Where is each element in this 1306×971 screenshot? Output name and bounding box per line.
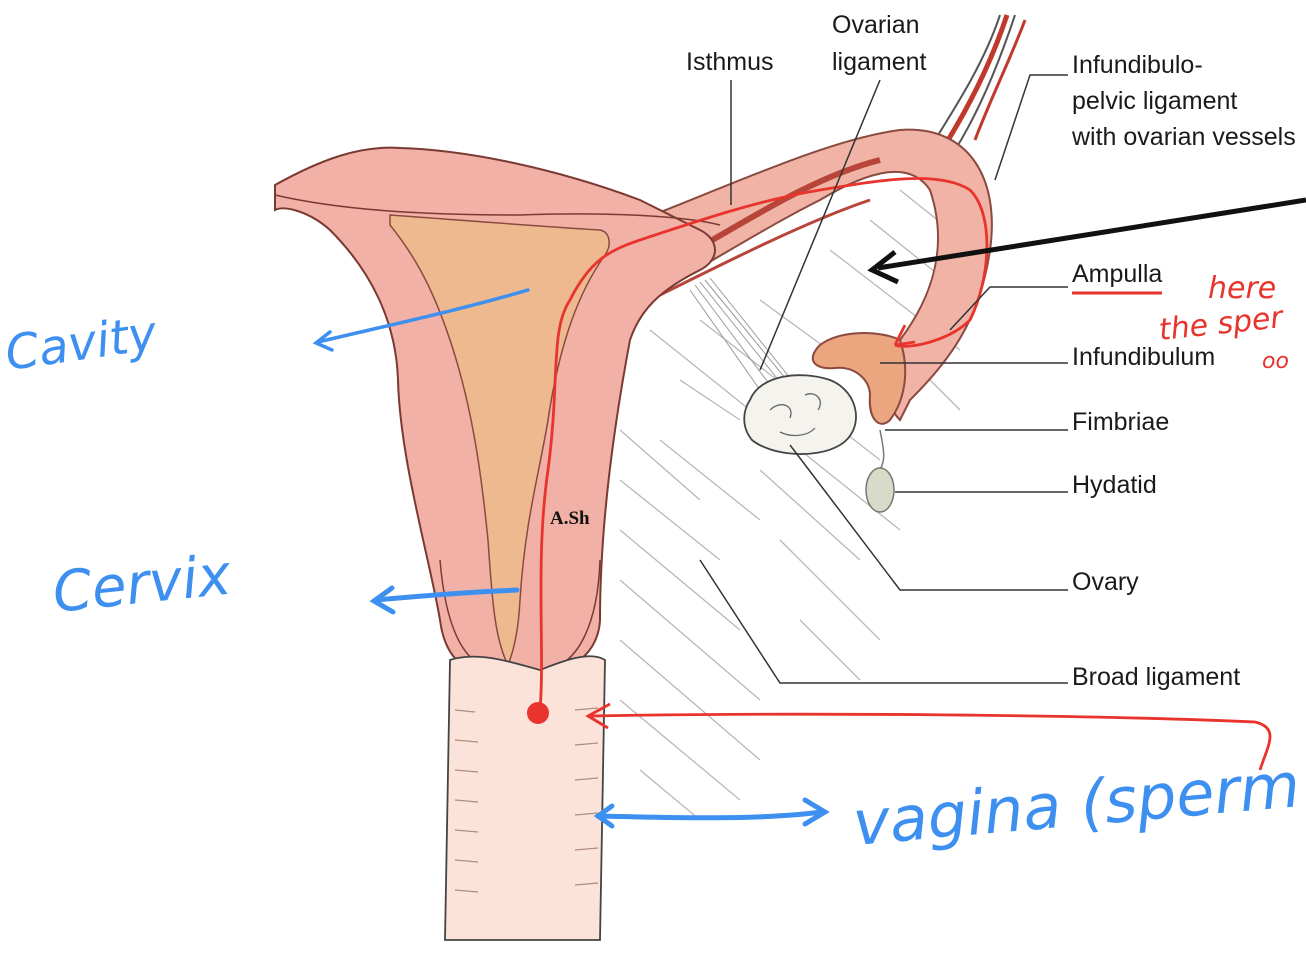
annotation-oo: oo — [1262, 349, 1289, 374]
label-ovarian-ligament-line1: Ovarian — [832, 11, 920, 39]
label-ampulla: Ampulla — [1072, 260, 1162, 288]
label-infundibulum: Infundibulum — [1072, 343, 1215, 371]
deposit-point — [527, 702, 549, 724]
label-fimbriae: Fimbriae — [1072, 408, 1169, 436]
label-isthmus: Isthmus — [686, 48, 774, 76]
label-broad-ligament: Broad ligament — [1072, 663, 1240, 691]
label-infundibulopelvic-line2: pelvic ligament — [1072, 87, 1237, 115]
label-ovary: Ovary — [1072, 568, 1139, 596]
label-ovarian-ligament-line2: ligament — [832, 48, 927, 76]
label-infundibulopelvic-line1: Infundibulo- — [1072, 51, 1203, 79]
annotation-cavity: Cavity — [2, 305, 161, 382]
vagina — [445, 656, 605, 940]
annotation-cervix: Cervix — [50, 543, 235, 626]
label-infundibulopelvic-line3: with ovarian vessels — [1071, 123, 1296, 151]
ovary — [744, 375, 856, 454]
label-hydatid: Hydatid — [1072, 471, 1157, 499]
watermark: A.Sh — [550, 508, 590, 529]
annotation-the-sperm: the sper — [1157, 300, 1286, 348]
